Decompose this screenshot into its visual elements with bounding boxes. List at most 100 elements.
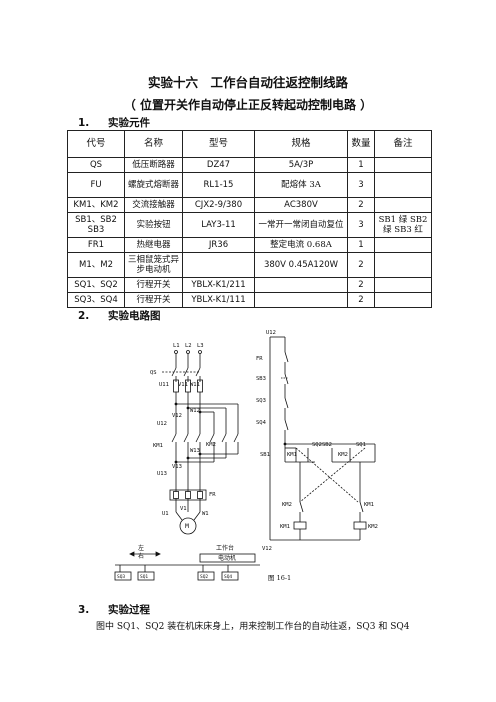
junction	[186, 406, 190, 410]
table-cell: JR36	[182, 237, 255, 253]
sw-label: SQ2	[200, 574, 208, 580]
table-cell: YBLX-K1/111	[182, 292, 255, 308]
table-cell: RL1-15	[182, 172, 255, 198]
wire-label: W13	[190, 448, 200, 454]
fr-label: FR	[209, 492, 216, 498]
control-bottom-label: V12	[262, 546, 272, 552]
table-header: 备注	[374, 130, 432, 158]
sq2-label: SQ2	[312, 442, 322, 448]
sb1-label: SB1	[260, 452, 270, 458]
sb3-label: SB3	[256, 376, 266, 382]
table-row: SB1、SB2 SB3 实验按钮 LAY3-11 一常开一常闭自动复位 3 SB…	[67, 212, 432, 238]
wire-label: U11	[159, 382, 169, 388]
section-number: 3.	[78, 604, 90, 616]
page-subtitle: （ 位置开关作自动停止正反转起动控制电路 ）	[123, 98, 373, 112]
figure-caption: 图 16-1	[268, 574, 291, 582]
table-cell: SB1 绿 SB2 绿 SB3 红	[374, 212, 432, 238]
table-label: 工作台	[216, 544, 234, 552]
wire-label: W12	[190, 408, 200, 414]
coil-km1-label: KM1	[280, 524, 290, 530]
terminal	[174, 350, 178, 354]
table-cell: 1	[347, 237, 375, 253]
wire-label: U13	[157, 471, 167, 477]
body-paragraph: 图中 SQ1、SQ2 装在机床床身上，用来控制工作台的自动往返，SQ3 和 SQ…	[96, 622, 410, 632]
table-row: SQ3、SQ4 行程开关 YBLX-K1/111 2	[67, 292, 432, 308]
table-cell: 实验按钮	[124, 212, 183, 238]
table-row: SQ1、SQ2 行程开关 YBLX-K1/211 2	[67, 277, 432, 293]
table-cell: SQ3、SQ4	[67, 292, 125, 308]
table-cell: AC380V	[254, 197, 348, 213]
table-cell: 三相鼠笼式异步电动机	[124, 252, 183, 278]
table-cell: DZ47	[182, 157, 255, 173]
section-label: 实验元件	[108, 117, 150, 129]
sq1-label: SQ1	[356, 442, 366, 448]
table-row: FU 螺旋式熔断器 RL1-15 配熔体 3A 3	[67, 172, 432, 198]
table-cell: 2	[347, 197, 375, 213]
junction	[186, 456, 190, 460]
table-cell: 螺旋式熔断器	[124, 172, 183, 198]
wire-label: W11	[190, 382, 200, 388]
table-cell	[374, 197, 432, 213]
km1-contact-label: KM1	[287, 452, 297, 458]
table-cell	[374, 277, 432, 293]
section-label: 实验电路图	[108, 310, 161, 322]
sq4-label: SQ4	[256, 420, 267, 426]
wire-label: V11	[178, 382, 188, 388]
terminal	[186, 350, 190, 354]
arrow-right-icon	[155, 551, 161, 557]
wire-label: W1	[202, 511, 209, 517]
table-row: FR1 热继电器 JR36 整定电流 0.68A 1	[67, 237, 432, 253]
table-cell	[374, 292, 432, 308]
phase-label: L3	[197, 343, 204, 349]
table-cell: 2	[347, 252, 375, 278]
table-cell: KM1、KM2	[67, 197, 125, 213]
fr-contact-label: FR	[256, 356, 263, 362]
table-cell: FR1	[67, 237, 125, 253]
table-cell: LAY3-11	[182, 212, 255, 238]
qs-label: QS	[150, 370, 157, 376]
table-cell: 低压断路器	[124, 157, 183, 173]
junction	[174, 460, 178, 464]
table-cell: YBLX-K1/211	[182, 277, 255, 293]
table-cell: QS	[67, 157, 125, 173]
section-heading-components: 1. 实验元件	[78, 115, 150, 130]
table-cell: 行程开关	[124, 277, 183, 293]
wire-label: V12	[172, 413, 182, 419]
control-circuit: U12 FR SB3 SQ3 SQ4 SB1 KM1 SQ2 SB2 KM2 S…	[256, 330, 378, 552]
wire-label: V13	[172, 464, 182, 470]
table-cell: M1、M2	[67, 252, 125, 278]
table-header: 代号	[67, 130, 125, 158]
table-cell: 2	[347, 277, 375, 293]
phase-label: L1	[173, 343, 180, 349]
wire-label: V1	[180, 506, 187, 512]
terminal	[198, 350, 202, 354]
motor-label: M	[185, 522, 189, 530]
sw-label: SQ4	[224, 574, 232, 580]
limit-switch	[197, 571, 215, 581]
components-table: 代号 名称 型号 规格 数量 备注 QS 低压断路器 DZ47 5A/3P 1 …	[67, 130, 432, 308]
motor-text: 电动机	[218, 554, 236, 562]
table-cell: 整定电流 0.68A	[254, 237, 348, 253]
table-cell: 3	[347, 212, 375, 238]
phase-label: L2	[185, 343, 192, 349]
limit-switch	[221, 571, 239, 581]
table-header: 规格	[254, 130, 348, 158]
sw-label: SQ3	[117, 574, 125, 580]
junction	[198, 452, 202, 456]
table-header: 数量	[347, 130, 375, 158]
control-top-label: U12	[266, 330, 276, 336]
km2-contact-label: KM2	[338, 452, 348, 458]
km1-nc-label: KM1	[364, 502, 374, 508]
table-cell	[374, 172, 432, 198]
section-number: 1.	[78, 117, 90, 129]
coil	[353, 521, 367, 530]
table-header: 型号	[182, 130, 255, 158]
section-heading-circuit: 2.实验电路图	[78, 308, 161, 323]
table-cell	[254, 277, 348, 293]
table-row: KM1、KM2 交流接触器 CJX2-9/380 AC380V 2	[67, 197, 432, 213]
page-title: 实验十六 工作台自动往返控制线路	[147, 75, 348, 90]
worktable-sketch: 左 工作台 右 电动机 SQ3 SQ1 SQ2 SQ4 图 16-1	[114, 544, 291, 582]
table-cell: FU	[67, 172, 125, 198]
circuit-diagram: L1 L2 L3 QS U11 V11 W11 V12 W12 U12 KM1	[114, 330, 378, 582]
table-cell: 380V 0.45A120W	[254, 252, 348, 278]
